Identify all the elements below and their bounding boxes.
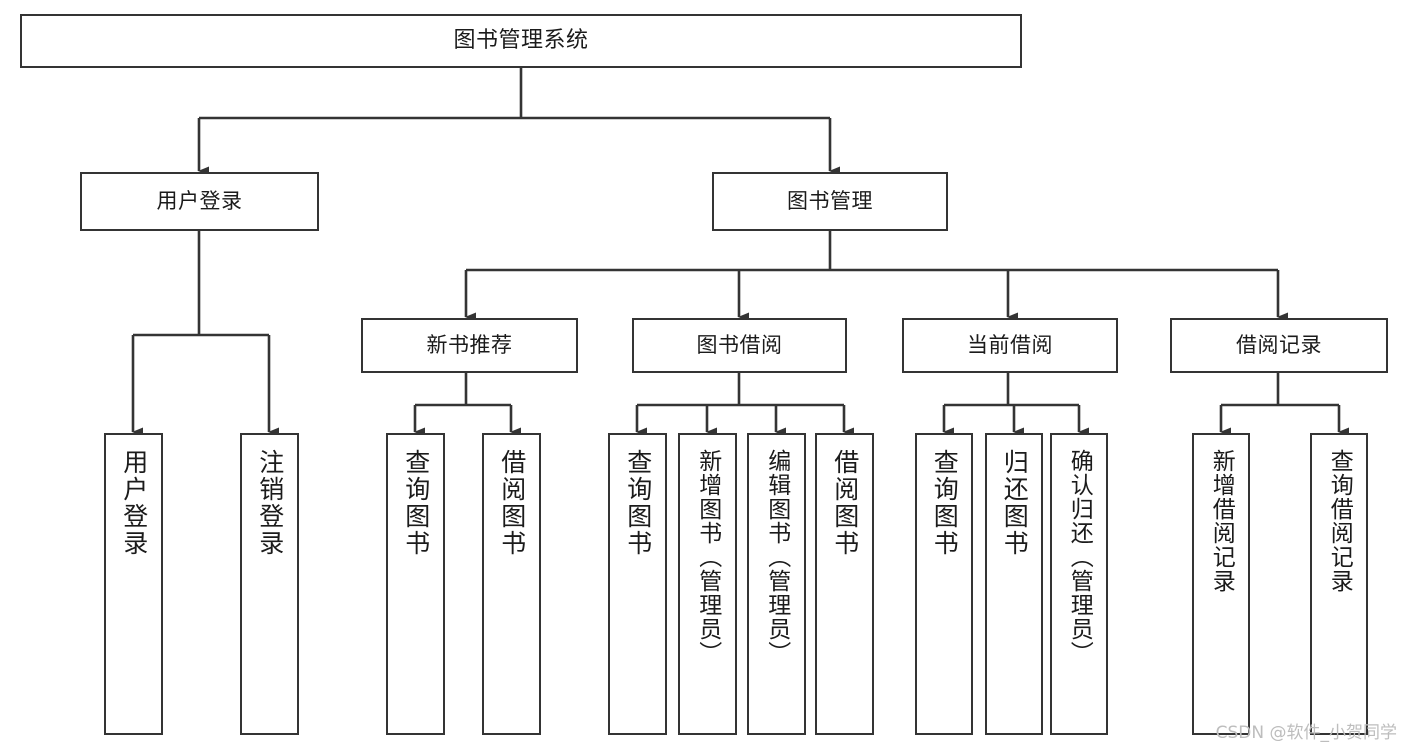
node-leaf-9-label: 查询图书 xyxy=(930,449,960,557)
node-level3-4-label: 借阅记录 xyxy=(1236,333,1322,358)
node-leaf-6[interactable]: 新增图书（管理员） xyxy=(678,433,737,735)
node-leaf-1[interactable]: 用户登录 xyxy=(104,433,163,735)
node-leaf-13-label: 查询借阅记录 xyxy=(1326,449,1353,593)
node-leaf-3-label: 查询图书 xyxy=(401,449,431,557)
node-leaf-6-label: 新增图书（管理员） xyxy=(694,449,721,665)
node-leaf-10-label: 归还图书 xyxy=(1000,449,1030,557)
node-leaf-12[interactable]: 新增借阅记录 xyxy=(1192,433,1250,735)
node-level3-1[interactable]: 新书推荐 xyxy=(361,318,578,373)
node-level3-3[interactable]: 当前借阅 xyxy=(902,318,1118,373)
node-level2-2[interactable]: 图书管理 xyxy=(712,172,948,231)
node-leaf-5[interactable]: 查询图书 xyxy=(608,433,667,735)
node-root-label: 图书管理系统 xyxy=(453,28,589,54)
node-leaf-1-label: 用户登录 xyxy=(119,449,149,557)
node-leaf-5-label: 查询图书 xyxy=(623,449,653,557)
node-leaf-8-label: 借阅图书 xyxy=(830,449,860,557)
node-leaf-12-label: 新增借阅记录 xyxy=(1208,449,1235,593)
node-leaf-9[interactable]: 查询图书 xyxy=(915,433,973,735)
node-leaf-7-label: 编辑图书（管理员） xyxy=(763,449,790,665)
node-level2-1[interactable]: 用户登录 xyxy=(80,172,319,231)
node-leaf-4-label: 借阅图书 xyxy=(497,449,527,557)
node-leaf-2-label: 注销登录 xyxy=(255,449,285,557)
node-leaf-3[interactable]: 查询图书 xyxy=(386,433,445,735)
node-leaf-7[interactable]: 编辑图书（管理员） xyxy=(747,433,806,735)
node-leaf-2[interactable]: 注销登录 xyxy=(240,433,299,735)
node-level3-2[interactable]: 图书借阅 xyxy=(632,318,847,373)
node-leaf-13[interactable]: 查询借阅记录 xyxy=(1310,433,1368,735)
node-leaf-11[interactable]: 确认归还（管理员） xyxy=(1050,433,1108,735)
node-level3-4[interactable]: 借阅记录 xyxy=(1170,318,1388,373)
node-level2-2-label: 图书管理 xyxy=(787,189,873,214)
node-leaf-10[interactable]: 归还图书 xyxy=(985,433,1043,735)
node-level3-2-label: 图书借阅 xyxy=(696,333,783,358)
node-level3-3-label: 当前借阅 xyxy=(967,333,1053,358)
node-level3-1-label: 新书推荐 xyxy=(426,333,513,358)
node-level2-1-label: 用户登录 xyxy=(156,189,243,214)
node-leaf-11-label: 确认归还（管理员） xyxy=(1066,449,1093,665)
node-leaf-4[interactable]: 借阅图书 xyxy=(482,433,541,735)
node-leaf-8[interactable]: 借阅图书 xyxy=(815,433,874,735)
node-root[interactable]: 图书管理系统 xyxy=(20,14,1022,68)
